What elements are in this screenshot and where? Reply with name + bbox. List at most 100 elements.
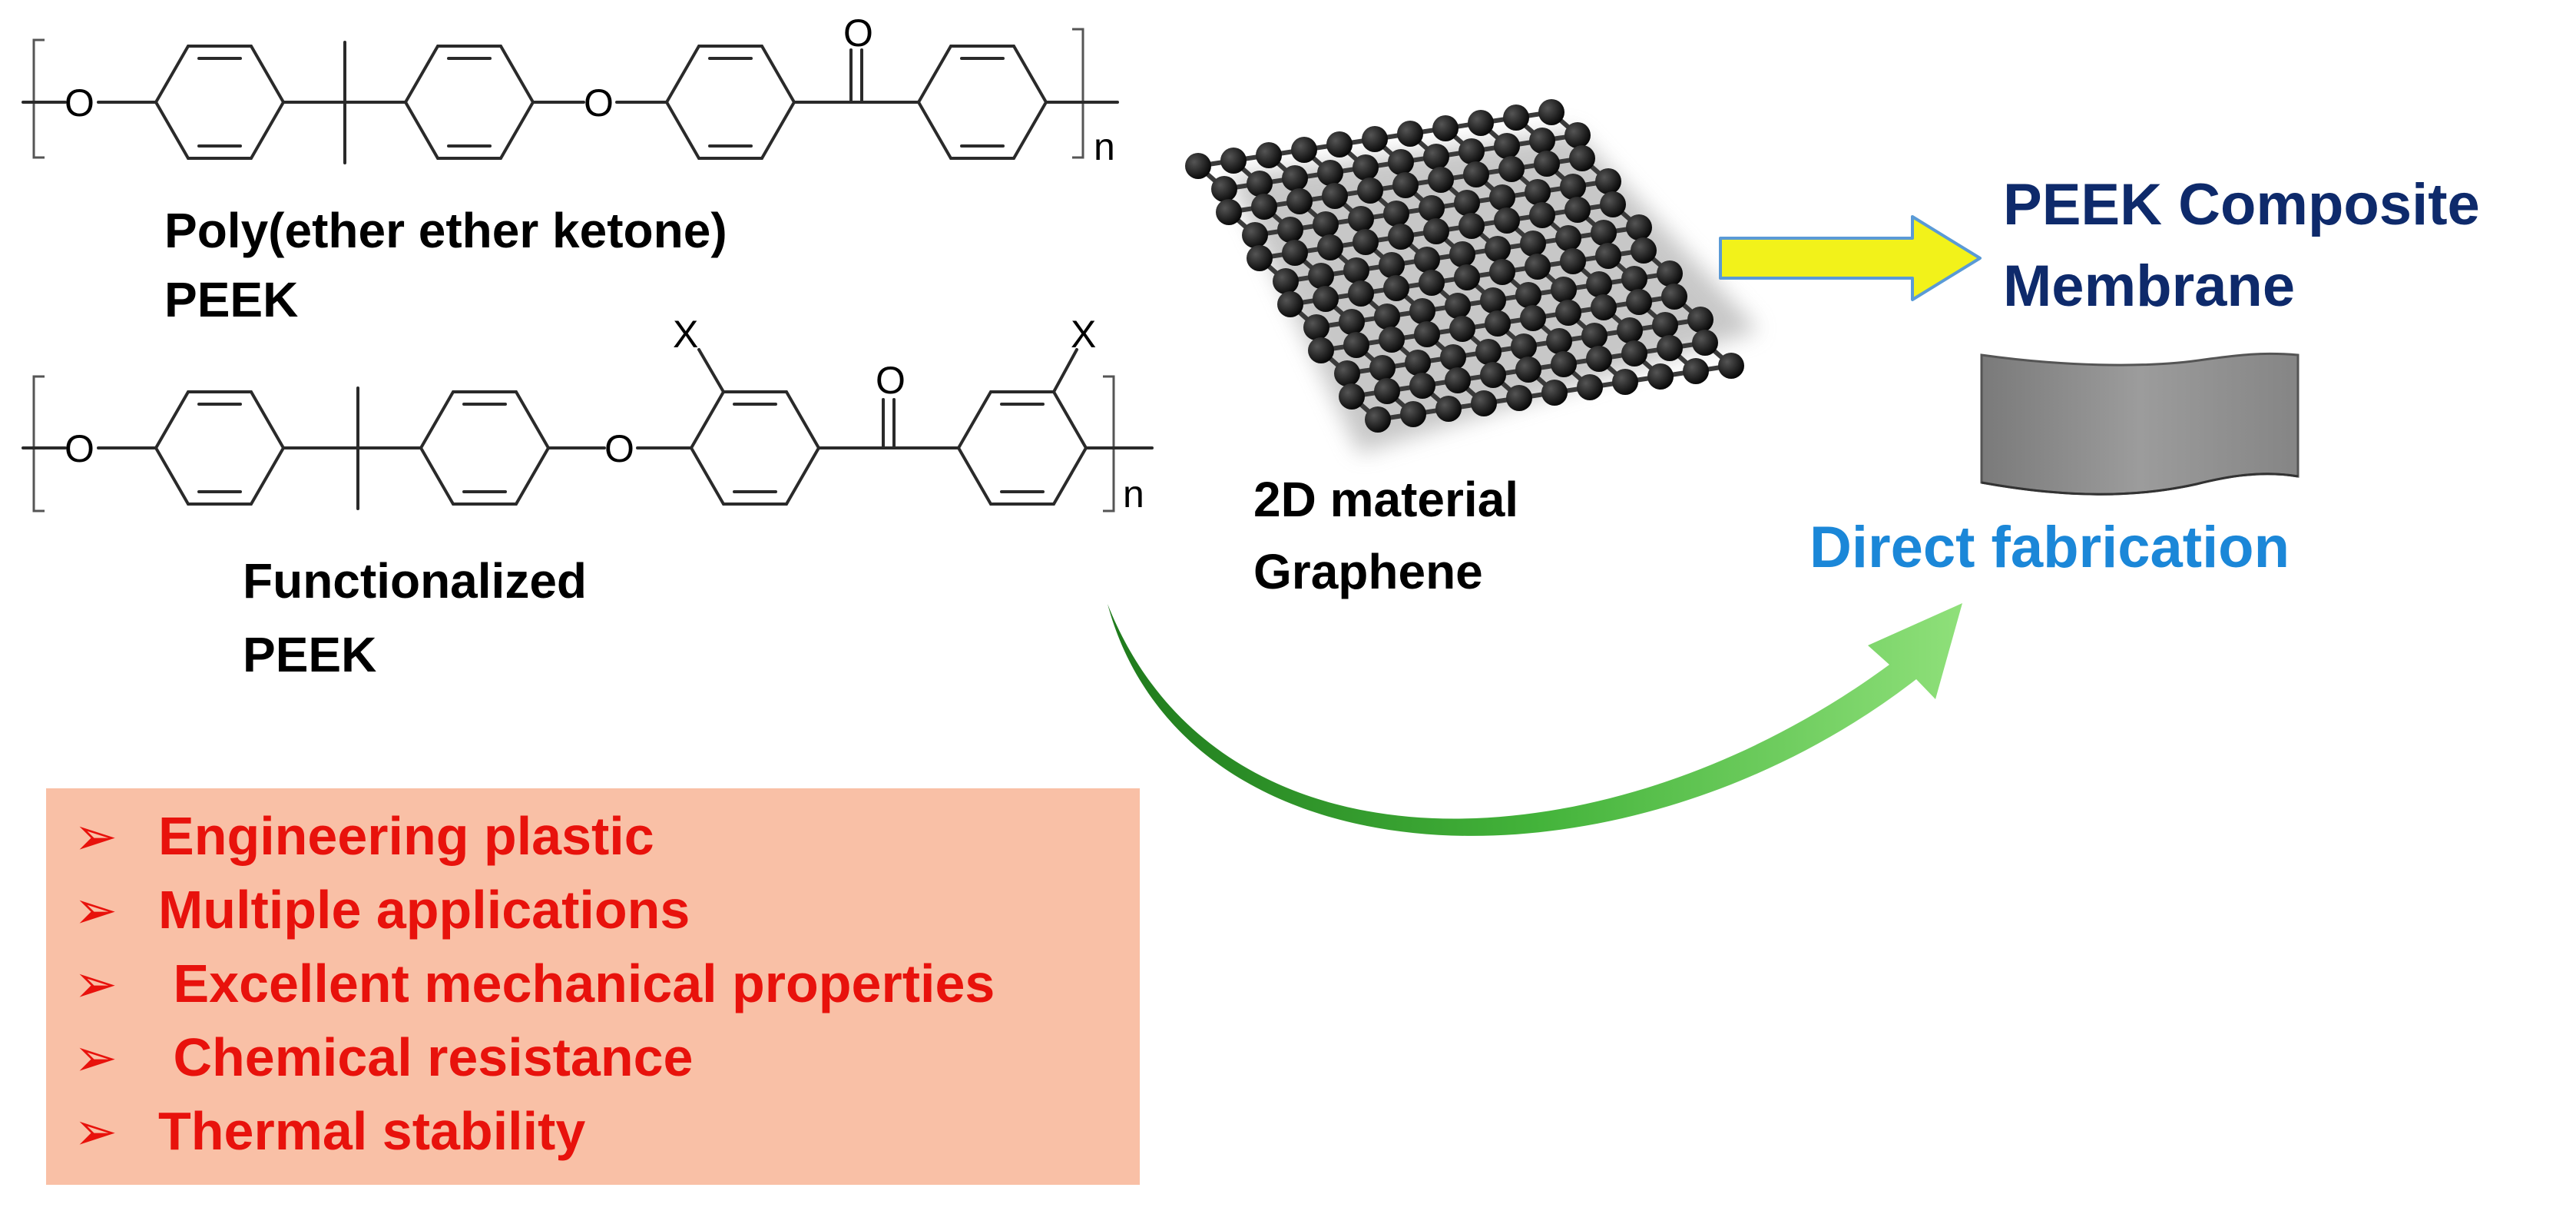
graphene-atom	[1692, 330, 1718, 356]
graphene-atom	[1428, 167, 1454, 193]
peek-ether-o2: O	[584, 81, 614, 124]
graphene-atom	[1440, 344, 1466, 370]
peek-structure: n O O O	[22, 12, 1119, 168]
property-item-2: Multiple applications	[158, 880, 690, 940]
graphene-atom	[1718, 353, 1744, 379]
property-item-5: Thermal stability	[158, 1101, 585, 1161]
graphene-atom	[1506, 385, 1532, 411]
graphene-atom	[1555, 225, 1581, 251]
graphene-atom	[1459, 213, 1485, 239]
fpeek-name-line2: PEEK	[243, 627, 376, 682]
graphene-atom	[1282, 165, 1308, 191]
graphene-atom	[1577, 374, 1603, 400]
fpeek-ring-2	[419, 390, 551, 506]
graphene-atom	[1423, 218, 1449, 244]
graphene-atom	[1541, 380, 1568, 406]
graphene-atom	[1220, 148, 1247, 174]
graphene-atom	[1449, 241, 1475, 267]
graphene-atom	[1480, 362, 1506, 388]
graphene-atom	[1445, 367, 1471, 393]
process-label: Direct fabrication	[1809, 515, 2290, 580]
material-line2: Graphene	[1253, 544, 1483, 599]
graphene-atom	[1449, 316, 1475, 342]
graphene-atom	[1392, 172, 1419, 198]
graphene-atom	[1661, 284, 1687, 310]
graphene-atom	[1529, 202, 1555, 228]
graphene-atom	[1353, 154, 1379, 181]
graphene-atom	[1334, 360, 1360, 386]
fpeek-ring-4	[956, 390, 1088, 506]
fpeek-left-bracket	[32, 375, 45, 512]
graphene-atom	[1419, 195, 1445, 221]
graphene-atom	[1379, 252, 1405, 278]
peek-ring-3	[664, 45, 796, 160]
graphene-atom	[1282, 240, 1308, 266]
graphene-atom	[1538, 99, 1564, 125]
graphene-atom	[1308, 337, 1334, 363]
peek-ring-4	[916, 45, 1048, 160]
graphene-atom	[1454, 264, 1480, 290]
graphene-atom	[1256, 142, 1282, 168]
graphene-atom	[1546, 328, 1572, 354]
graphene-atom	[1471, 390, 1497, 416]
peek-ring-1	[154, 45, 286, 160]
graphene-atom	[1489, 184, 1515, 211]
graphene-atom	[1617, 317, 1643, 343]
graphene-atom	[1357, 177, 1383, 204]
graphene-atom	[1432, 115, 1459, 141]
graphene-atom	[1383, 275, 1409, 301]
graphene-atom	[1313, 286, 1339, 312]
peek-name-line2: PEEK	[164, 272, 298, 327]
graphene-atom	[1564, 122, 1591, 148]
graphene-atom	[1247, 171, 1273, 197]
graphene-atom	[1600, 191, 1626, 217]
graphene-atom	[1534, 151, 1560, 177]
fpeek-ring-1	[154, 390, 286, 506]
graphene-atom	[1317, 160, 1343, 186]
property-bullet-1: ➢	[74, 808, 118, 866]
fpeek-repeat-n: n	[1123, 473, 1144, 516]
peek-ring-2	[403, 45, 535, 160]
graphene-atom	[1591, 220, 1617, 246]
properties-list: ➢ Engineering plastic ➢ Multiple applica…	[74, 806, 995, 1161]
graphene-atom	[1211, 176, 1237, 202]
graphene-atom	[1343, 257, 1369, 284]
graphene-atom	[1485, 236, 1511, 262]
property-item-4: Chemical resistance	[158, 1027, 693, 1087]
graphene-atom	[1591, 294, 1617, 320]
property-bullet-4: ➢	[74, 1029, 118, 1087]
graphene-atom	[1586, 346, 1612, 372]
graphene-atoms	[1185, 99, 1744, 433]
graphene-atom	[1365, 406, 1391, 433]
fpeek-carbonyl-o: O	[876, 359, 906, 402]
graphene-atom	[1247, 245, 1273, 271]
graphene-atom	[1277, 217, 1303, 243]
property-item-1: Engineering plastic	[158, 806, 654, 866]
graphene-atom	[1525, 254, 1551, 280]
graphene-atom	[1683, 358, 1709, 384]
graphene-atom	[1687, 307, 1713, 333]
graphene-atom	[1581, 323, 1608, 349]
graphene-atom	[1374, 304, 1400, 330]
graphene-atom	[1339, 309, 1365, 335]
fpeek-substituent-x1: X	[673, 313, 698, 356]
graphene-atom	[1621, 340, 1647, 367]
graphene-atom	[1317, 234, 1343, 260]
graphene-atom	[1560, 248, 1586, 274]
membrane-sheet	[1980, 352, 2300, 496]
peek-name-line1: Poly(ether ether ketone)	[164, 203, 727, 258]
graphene-atom	[1388, 149, 1414, 175]
graphene-atom	[1468, 110, 1494, 136]
graphene-atom	[1657, 335, 1683, 361]
graphene-atom	[1511, 333, 1537, 360]
graphene-atom	[1343, 332, 1369, 358]
fpeek-ether-o2: O	[604, 427, 634, 470]
graphene-atom	[1322, 183, 1348, 209]
fpeek-ether-o1: O	[65, 427, 94, 470]
yellow-arrow	[1719, 215, 1982, 301]
graphene-atom	[1409, 373, 1435, 399]
graphene-atom	[1419, 270, 1445, 296]
graphene-atom	[1569, 145, 1595, 171]
graphene-atom	[1525, 179, 1551, 205]
graphene-atom	[1435, 396, 1462, 422]
